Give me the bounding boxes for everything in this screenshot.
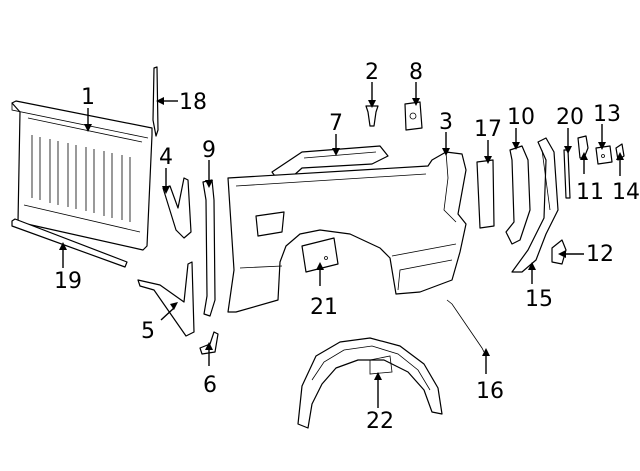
callout-4: 4 bbox=[159, 145, 173, 170]
callout-18: 18 bbox=[179, 90, 207, 115]
callout-7: 7 bbox=[329, 111, 343, 136]
callout-22: 22 bbox=[366, 409, 394, 434]
part-16-rod bbox=[446, 299, 485, 353]
callout-20: 20 bbox=[556, 105, 584, 130]
part-10-pillar bbox=[505, 145, 531, 245]
callout-17: 17 bbox=[474, 117, 502, 142]
part-17-block bbox=[476, 159, 495, 229]
part-9-pillar bbox=[202, 179, 216, 317]
arrowheads bbox=[59, 97, 624, 380]
part-11-tab bbox=[577, 135, 589, 159]
callout-11: 11 bbox=[576, 180, 604, 205]
callout-3: 3 bbox=[439, 110, 453, 135]
callout-16: 16 bbox=[476, 379, 504, 404]
part-22-wheelhouse bbox=[297, 337, 443, 429]
callout-8: 8 bbox=[409, 60, 423, 85]
callout-6: 6 bbox=[203, 373, 217, 398]
part-3-side-panel bbox=[227, 151, 467, 313]
part-15-rear-pillar bbox=[511, 137, 559, 273]
part-1-front-panel bbox=[11, 100, 153, 251]
callout-1: 1 bbox=[81, 85, 95, 110]
callout-2: 2 bbox=[365, 60, 379, 85]
part-19-sill-strip bbox=[11, 218, 128, 268]
callout-12: 12 bbox=[586, 242, 614, 267]
part-2-clip bbox=[365, 105, 379, 127]
callout-19: 19 bbox=[54, 269, 82, 294]
callout-15: 15 bbox=[525, 287, 553, 312]
part-18-strip bbox=[152, 66, 159, 137]
callout-10: 10 bbox=[507, 105, 535, 130]
part-13-block bbox=[595, 145, 613, 165]
callout-21: 21 bbox=[310, 295, 338, 320]
callout-9: 9 bbox=[202, 138, 216, 163]
callout-13: 13 bbox=[593, 102, 621, 127]
callout-14: 14 bbox=[612, 180, 640, 205]
part-5-brace bbox=[137, 261, 195, 337]
callout-5: 5 bbox=[141, 319, 155, 344]
part-8-clip bbox=[404, 101, 423, 131]
part-20-strip bbox=[563, 149, 571, 199]
part-21-fuel-door bbox=[301, 237, 339, 273]
part-4-bracket bbox=[162, 177, 192, 239]
